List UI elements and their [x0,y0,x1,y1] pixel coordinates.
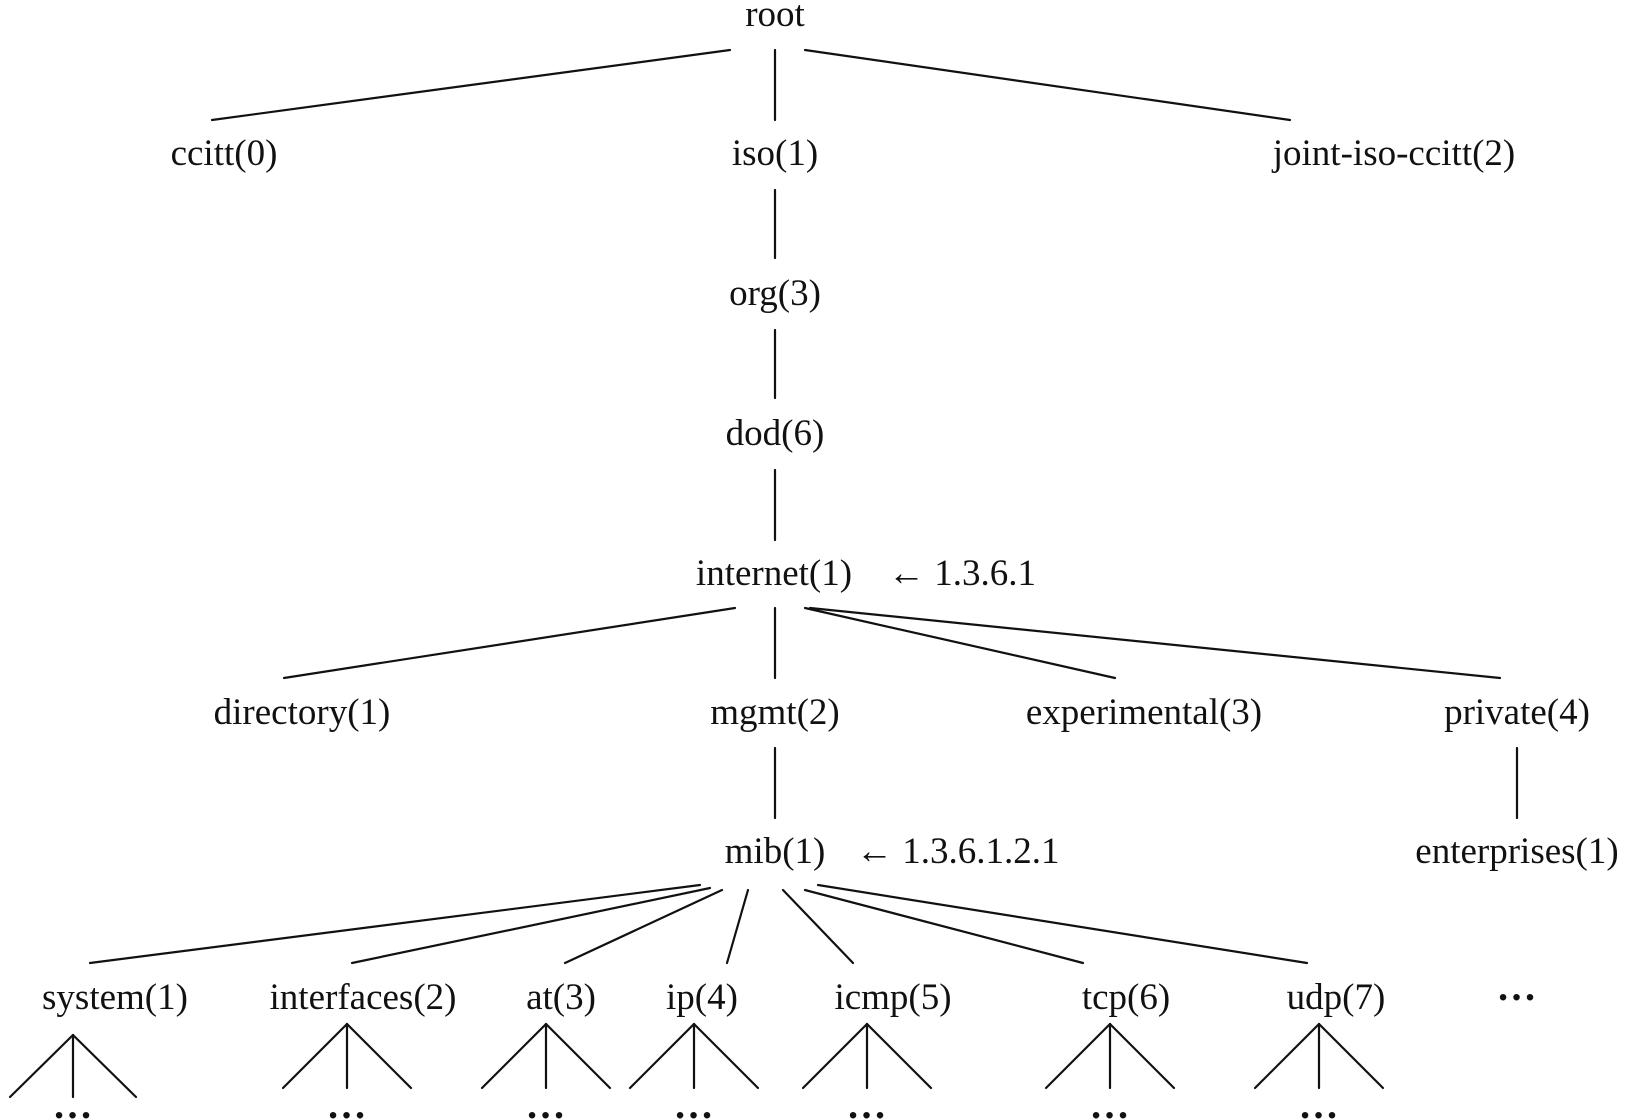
edge-mib-interfaces [350,886,712,965]
node-root: root [745,0,805,35]
node-ccitt: ccitt(0) [171,133,278,174]
ellipsis-tcp: … [1090,1082,1131,1120]
tree-nodes: root ccitt(0) iso(1) joint-iso-ccitt(2) … [42,0,1619,1018]
node-dod: dod(6) [726,413,825,454]
edge-mib-icmp [781,888,855,965]
node-private: private(4) [1444,692,1590,733]
fan-icmp [801,1022,933,1090]
node-system: system(1) [42,977,188,1018]
node-org: org(3) [729,273,821,314]
node-udp: udp(7) [1287,977,1386,1018]
node-experimental: experimental(3) [1026,692,1262,733]
ellipsis-system: … [53,1082,94,1120]
mib-oid-annotation: ← 1.3.6.1.2.1 [856,831,1060,872]
edge-internet-experimental [803,606,1117,680]
node-tcp: tcp(6) [1082,977,1170,1018]
internet-oid-annotation: ← 1.3.6.1 [888,553,1036,594]
node-enterprises: enterprises(1) [1415,831,1618,872]
node-more: … [1497,964,1538,1009]
edge-mib-udp [816,883,1309,965]
edge-internet-private [808,606,1502,680]
node-ip: ip(4) [666,977,738,1018]
node-internet: internet(1) [696,553,852,594]
node-joint-iso-ccitt: joint-iso-ccitt(2) [1271,133,1516,174]
node-iso: iso(1) [732,133,818,174]
fan-at [480,1022,612,1090]
fan-tcp [1044,1022,1176,1090]
edge-internet-directory [282,606,737,680]
node-interfaces: interfaces(2) [270,977,457,1018]
node-at: at(3) [526,977,596,1018]
node-mgmt: mgmt(2) [710,692,839,733]
fan-system [8,1033,138,1099]
edge-root-ccitt [210,48,732,122]
fan-ip [628,1022,760,1090]
node-directory: directory(1) [214,692,391,733]
edge-mib-ip [725,888,750,965]
ellipsis-udp: … [1299,1082,1340,1120]
fan-interfaces [281,1022,413,1090]
node-mib: mib(1) [725,831,826,872]
edge-mib-tcp [803,888,1085,965]
edge-root-joint [803,48,1292,122]
node-icmp: icmp(5) [834,977,951,1018]
leaf-ellipses: … … … … … … … [53,1082,1340,1120]
tree-edges [8,48,1519,1099]
ellipsis-ip: … [674,1082,715,1120]
ellipsis-at: … [526,1082,567,1120]
ellipsis-icmp: … [847,1082,888,1120]
fan-udp [1253,1022,1385,1090]
edge-mib-system [88,883,702,965]
ellipsis-interfaces: … [327,1082,368,1120]
edge-mib-at [563,888,724,965]
